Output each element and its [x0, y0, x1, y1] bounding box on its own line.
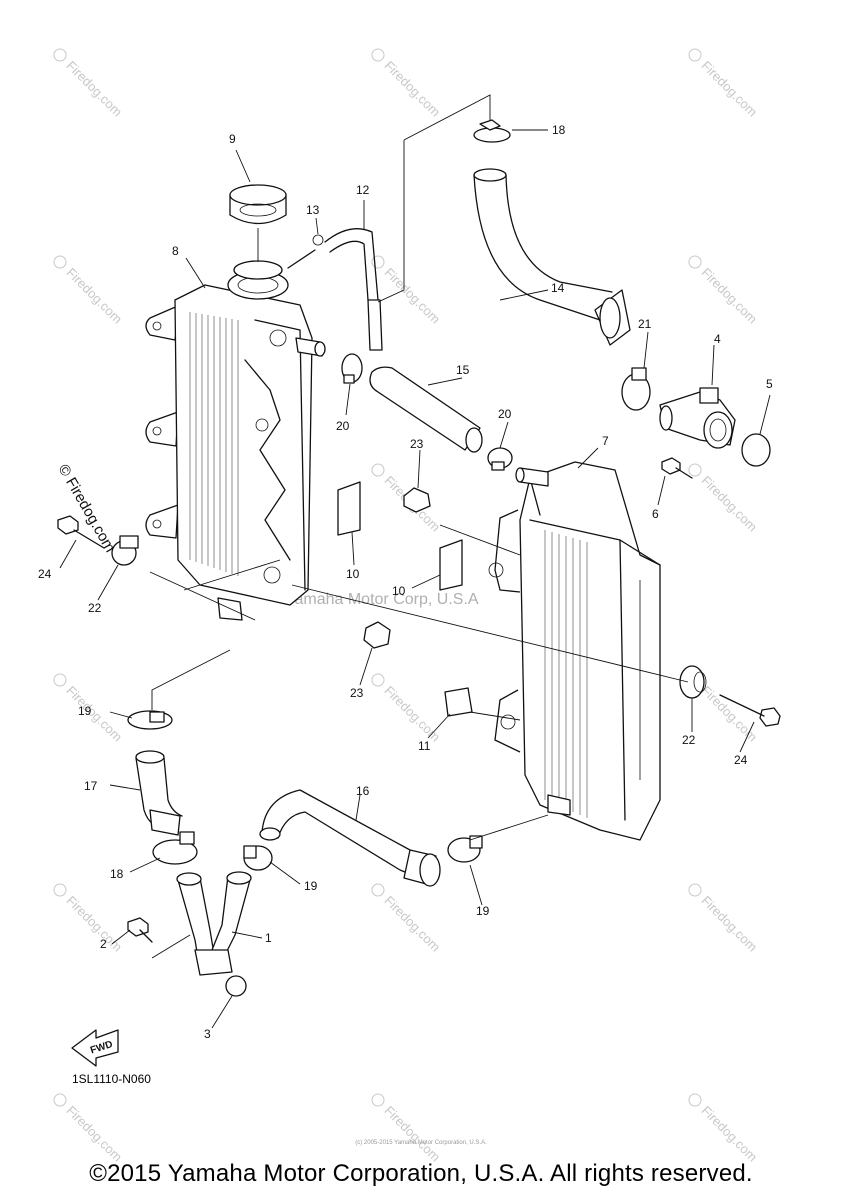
svg-text:Firedog.com: Firedog.com	[64, 58, 126, 120]
svg-text:Firedog.com: Firedog.com	[64, 1103, 126, 1165]
svg-text:Firedog.com: Firedog.com	[64, 265, 126, 327]
clamps	[127, 119, 651, 871]
left-radiator	[145, 260, 326, 621]
bolts	[57, 457, 781, 943]
callout-14: 14	[551, 281, 565, 295]
radiator-cap	[229, 184, 287, 262]
callout-24-left: 24	[38, 567, 52, 581]
diagram-code: 1SL1110-N060	[72, 1072, 151, 1086]
side-firedog-label: © Firedog.com	[55, 462, 119, 556]
callout-10-right: 10	[392, 584, 406, 598]
breather-hose	[287, 228, 383, 351]
callout-19-left: 19	[78, 704, 92, 718]
svg-text:Firedog.com: Firedog.com	[699, 58, 761, 120]
callout-10-left: 10	[346, 567, 360, 581]
callout-18-lower: 18	[110, 867, 124, 881]
callout-numbers: 9 18 12 13 8 14 21 4 15 5 20 20 23 7 6 2…	[38, 123, 773, 1041]
callout-23-bottom: 23	[350, 686, 364, 700]
o-ring-5	[741, 433, 771, 467]
fine-print: (c) 2005-2015 Yamaha Motor Corporation, …	[355, 1140, 487, 1146]
callout-7: 7	[602, 434, 609, 448]
callout-23-top: 23	[410, 437, 424, 451]
svg-text:© Firedog.com: © Firedog.com	[55, 462, 119, 556]
svg-text:Firedog.com: Firedog.com	[699, 683, 761, 745]
lower-hose-17	[135, 750, 183, 836]
svg-text:Firedog.com: Firedog.com	[382, 58, 444, 120]
svg-text:Firedog.com: Firedog.com	[382, 893, 444, 955]
grommets	[337, 481, 473, 717]
pipe-joint-4	[659, 387, 736, 449]
callout-20-left: 20	[336, 419, 350, 433]
lower-hose-16	[259, 789, 441, 887]
callout-3: 3	[204, 1027, 211, 1041]
svg-text:Firedog.com: Firedog.com	[699, 1103, 761, 1165]
y-pipe-1	[176, 871, 252, 976]
callout-21: 21	[638, 317, 652, 331]
callout-20-right: 20	[498, 407, 512, 421]
callout-22-left: 22	[88, 601, 102, 615]
callout-2: 2	[100, 937, 107, 951]
svg-text:Firedog.com: Firedog.com	[382, 683, 444, 745]
callout-15: 15	[456, 363, 470, 377]
leader-lines	[59, 94, 771, 1029]
callout-1: 1	[265, 931, 272, 945]
callout-19-right: 19	[476, 904, 490, 918]
copyright-footer: ©2015 Yamaha Motor Corporation, U.S.A. A…	[89, 1160, 753, 1187]
forward-arrow: FWD	[71, 1029, 119, 1067]
callout-12: 12	[356, 183, 370, 197]
callout-18: 18	[552, 123, 566, 137]
svg-text:Firedog.com: Firedog.com	[699, 265, 761, 327]
callout-22-right: 22	[682, 733, 696, 747]
callout-17: 17	[84, 779, 98, 793]
callout-11: 11	[418, 739, 431, 753]
o-ring-3	[225, 975, 247, 997]
right-radiator	[488, 461, 661, 841]
svg-text:Firedog.com: Firedog.com	[699, 893, 761, 955]
svg-text:Firedog.com: Firedog.com	[382, 1103, 444, 1165]
cross-hose-15	[369, 366, 483, 453]
upper-hose-14	[473, 168, 631, 346]
callout-9: 9	[229, 132, 236, 146]
callout-4: 4	[714, 332, 721, 346]
svg-text:Firedog.com: Firedog.com	[64, 893, 126, 955]
callout-5: 5	[766, 377, 773, 391]
callout-19-mid: 19	[304, 879, 318, 893]
callout-16: 16	[356, 784, 370, 798]
callout-24-right: 24	[734, 753, 748, 767]
center-watermark: Yamaha Motor Corp, U.S.A	[285, 591, 479, 608]
svg-text:Firedog.com: Firedog.com	[699, 473, 761, 535]
callout-13: 13	[306, 203, 320, 217]
callout-8: 8	[172, 244, 179, 258]
callout-6: 6	[652, 507, 659, 521]
